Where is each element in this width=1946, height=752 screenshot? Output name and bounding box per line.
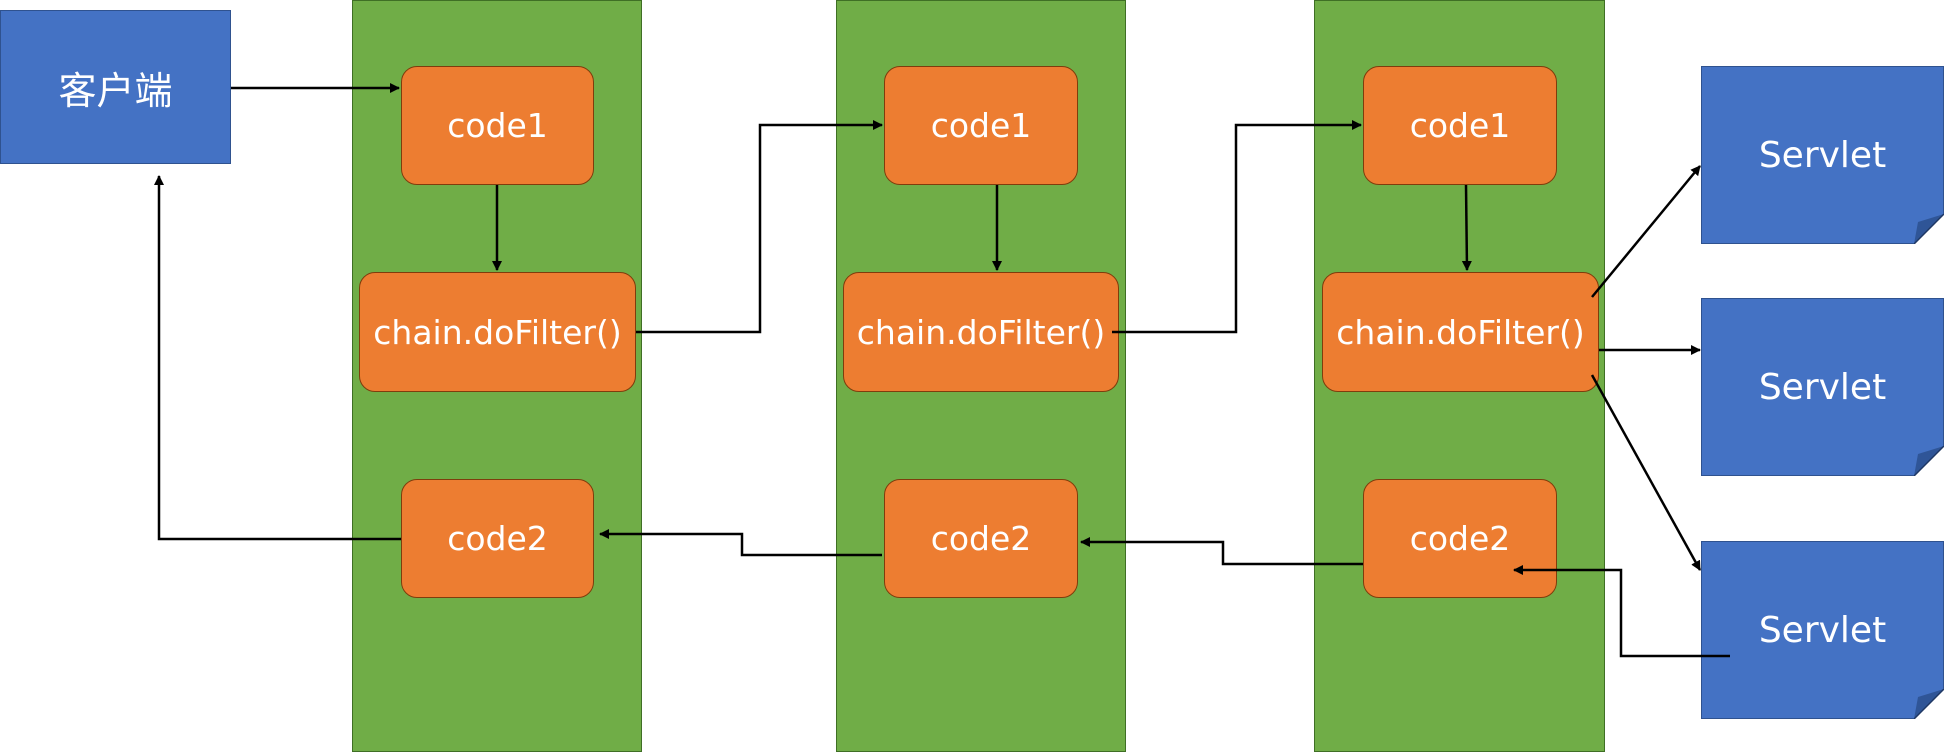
filter-2-code2-box: code2 xyxy=(884,479,1078,598)
filter-3-code2-label: code2 xyxy=(1409,519,1511,558)
client-node: 客户端 xyxy=(0,10,231,164)
filter-3-code1-label: code1 xyxy=(1409,106,1511,145)
servlet-2-label: Servlet xyxy=(1758,366,1887,408)
filter-2-code1-label: code1 xyxy=(930,106,1032,145)
arrow-f2-chain-to-f3-code1 xyxy=(1112,120,1362,334)
filter-2-chain-label: chain.doFilter() xyxy=(856,312,1106,352)
filter-1-code2-box: code2 xyxy=(401,479,594,598)
servlet-1-label: Servlet xyxy=(1758,134,1887,176)
arrow-f3-chain-to-servlet-1 xyxy=(1591,165,1701,298)
arrow-f3-code2-to-f2-code2 xyxy=(1080,537,1363,566)
arrow-f1-code2-to-client xyxy=(154,175,401,541)
filter-1-code1-label: code1 xyxy=(447,106,548,145)
filter-2-chain-box: chain.doFilter() xyxy=(843,272,1119,392)
arrow-servlet-3-to-f3-code2 xyxy=(1513,565,1730,658)
filter-1-code1-box: code1 xyxy=(401,66,594,185)
filter-1-chain-box: chain.doFilter() xyxy=(359,272,636,392)
arrow-f3-code1-to-chain xyxy=(1461,184,1472,271)
filter-3-code1-box: code1 xyxy=(1363,66,1557,185)
page-fold-icon xyxy=(1914,689,1944,719)
filter-1-chain-label: chain.doFilter() xyxy=(373,312,622,352)
arrow-f2-code2-to-f1-code2 xyxy=(599,529,882,557)
filter-2-code2-label: code2 xyxy=(930,519,1032,558)
filter-2-code1-box: code1 xyxy=(884,66,1078,185)
page-fold-icon xyxy=(1914,446,1944,476)
servlet-node-1: Servlet xyxy=(1701,66,1944,244)
filter-3-chain-box: chain.doFilter() xyxy=(1322,272,1599,392)
filter-3-chain-label: chain.doFilter() xyxy=(1336,312,1585,352)
servlet-3-label: Servlet xyxy=(1758,609,1887,651)
client-label: 客户端 xyxy=(58,68,173,113)
filter-3-code2-box: code2 xyxy=(1363,479,1557,598)
page-fold-icon xyxy=(1914,214,1944,244)
arrow-f1-chain-to-f2-code1 xyxy=(636,120,883,334)
servlet-node-2: Servlet xyxy=(1701,298,1944,476)
servlet-node-3: Servlet xyxy=(1701,541,1944,719)
filter-1-code2-label: code2 xyxy=(447,519,548,558)
arrow-f3-chain-to-servlet-3 xyxy=(1590,374,1702,571)
